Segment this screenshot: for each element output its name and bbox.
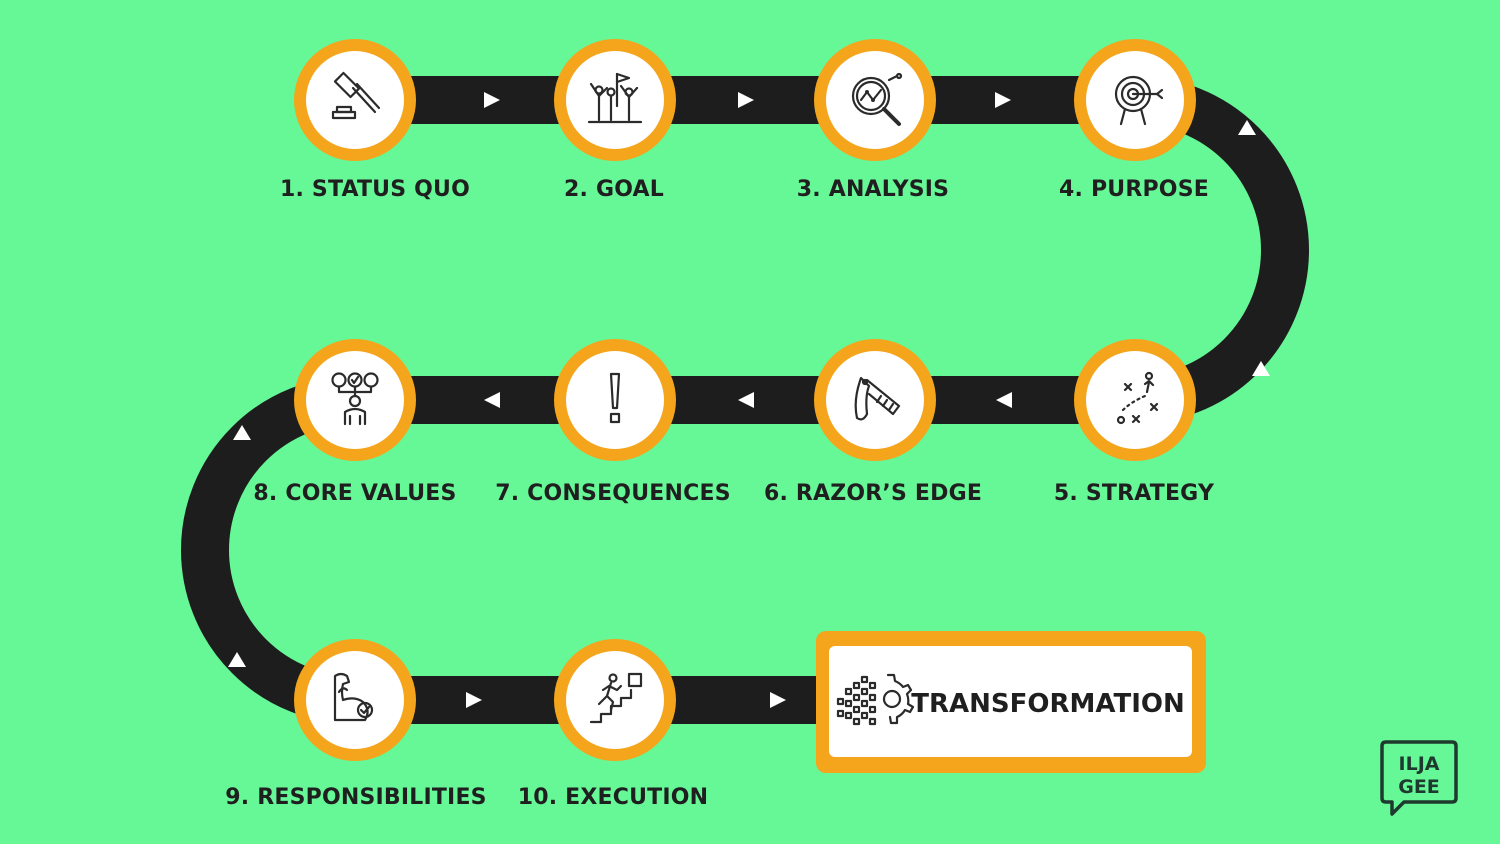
- arrow-icon: [1238, 120, 1256, 135]
- final-label: TRANSFORMATION: [911, 689, 1185, 719]
- step-4: 4. PURPOSE: [1059, 39, 1209, 202]
- magnifier-chart-icon: [851, 72, 903, 126]
- step-1-label: 1. STATUS QUO: [280, 177, 470, 202]
- step-2-label: 2. GOAL: [564, 177, 664, 202]
- logo-line-1: ILJA: [1399, 753, 1440, 775]
- gavel-icon: [331, 71, 381, 120]
- arrow-icon: [233, 425, 251, 440]
- arrow-icon: [738, 92, 754, 108]
- person-values-icon: [331, 372, 379, 426]
- step-5: 5. STRATEGY: [1054, 339, 1215, 506]
- arrow-icon: [484, 92, 500, 108]
- step-4-label: 4. PURPOSE: [1059, 177, 1209, 202]
- flexed-arm-icon: [333, 672, 374, 722]
- step-10-label: 10. EXECUTION: [518, 785, 709, 810]
- direction-arrows: [228, 92, 1270, 708]
- step-5-label: 5. STRATEGY: [1054, 481, 1215, 506]
- step-1: 1. STATUS QUO: [280, 39, 470, 202]
- razor-icon: [854, 376, 901, 421]
- arrow-icon: [466, 692, 482, 708]
- arrow-icon: [995, 92, 1011, 108]
- transformation-box: TRANSFORMATION: [816, 631, 1206, 773]
- step-9: 9. RESPONSIBILITIES: [225, 639, 487, 810]
- arrow-icon: [770, 692, 786, 708]
- step-3: 3. ANALYSIS: [797, 39, 949, 202]
- target-icon: [1114, 75, 1164, 126]
- climbing-stairs-icon: [589, 672, 643, 724]
- exclamation-icon: [609, 372, 621, 424]
- step-9-label: 9. RESPONSIBILITIES: [225, 785, 486, 810]
- arrow-icon: [228, 652, 246, 667]
- digital-gear-icon: [836, 673, 915, 726]
- arrow-icon: [996, 392, 1012, 408]
- arrow-icon: [484, 392, 500, 408]
- step-10: 10. EXECUTION: [518, 639, 709, 810]
- step-6: 6. RAZOR’S EDGE: [764, 339, 982, 506]
- brand-logo: ILJA GEE: [1380, 740, 1458, 816]
- team-flag-icon: [587, 72, 643, 124]
- step-7: 7. CONSEQUENCES: [495, 339, 731, 506]
- step-3-label: 3. ANALYSIS: [797, 177, 949, 202]
- logo-line-2: GEE: [1398, 776, 1440, 798]
- step-8: 8. CORE VALUES: [253, 339, 456, 506]
- game-plan-icon: [1116, 371, 1159, 425]
- arrow-icon: [738, 392, 754, 408]
- step-8-label: 8. CORE VALUES: [253, 481, 456, 506]
- step-7-label: 7. CONSEQUENCES: [495, 481, 730, 506]
- step-2: 2. GOAL: [554, 39, 676, 202]
- arrow-icon: [1252, 361, 1270, 376]
- step-6-label: 6. RAZOR’S EDGE: [764, 481, 982, 506]
